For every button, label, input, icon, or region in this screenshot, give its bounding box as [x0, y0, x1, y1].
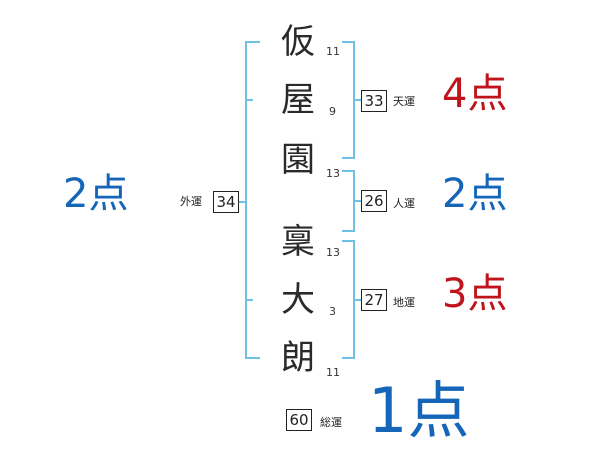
tenun-label: 天運	[393, 95, 415, 108]
gaiun-label: 外運	[180, 195, 202, 208]
jinun-bracket-bottom	[342, 230, 355, 232]
souun-value-box: 60	[286, 409, 312, 431]
tenun-bracket-bottom	[342, 157, 355, 159]
gaiun-bracket-tick-lower	[245, 299, 253, 301]
stroke-count-5: 3	[329, 305, 336, 318]
chiun-value-box: 27	[361, 289, 387, 311]
name-char-3: 園	[281, 140, 315, 180]
gaiun-bracket-vertical	[245, 41, 247, 359]
chiun-bracket-top	[342, 240, 355, 242]
stroke-count-6: 11	[326, 366, 340, 379]
chiun-score: 3点	[442, 271, 508, 317]
name-char-4: 稟	[281, 222, 315, 262]
stroke-count-2: 9	[329, 105, 336, 118]
name-char-1: 仮	[281, 22, 315, 62]
name-char-5: 大	[281, 280, 315, 320]
gaiun-bracket-bottom	[245, 357, 260, 359]
souun-label: 総運	[320, 416, 342, 429]
gaiun-value-box: 34	[213, 191, 239, 213]
tenun-value-box: 33	[361, 90, 387, 112]
stroke-count-4: 13	[326, 246, 340, 259]
chiun-bracket-bottom	[342, 357, 355, 359]
stroke-count-3: 13	[326, 167, 340, 180]
tenun-bracket-connector	[353, 99, 361, 101]
jinun-bracket-connector	[353, 200, 361, 202]
name-char-6: 朗	[281, 338, 315, 378]
tenun-bracket-top	[342, 41, 355, 43]
name-char-2: 屋	[281, 80, 315, 120]
jinun-value-box: 26	[361, 190, 387, 212]
tenun-score: 4点	[442, 71, 508, 117]
chiun-label: 地運	[393, 296, 415, 309]
gaiun-score: 2点	[63, 171, 129, 217]
chiun-bracket-connector	[353, 299, 361, 301]
jinun-label: 人運	[393, 197, 415, 210]
jinun-bracket-top	[342, 170, 355, 172]
gaiun-bracket-connector	[239, 201, 246, 203]
stroke-count-1: 11	[326, 45, 340, 58]
jinun-score: 2点	[442, 171, 508, 217]
gaiun-bracket-tick-upper	[245, 99, 253, 101]
souun-score: 1点	[368, 374, 470, 447]
gaiun-bracket-top	[245, 41, 260, 43]
